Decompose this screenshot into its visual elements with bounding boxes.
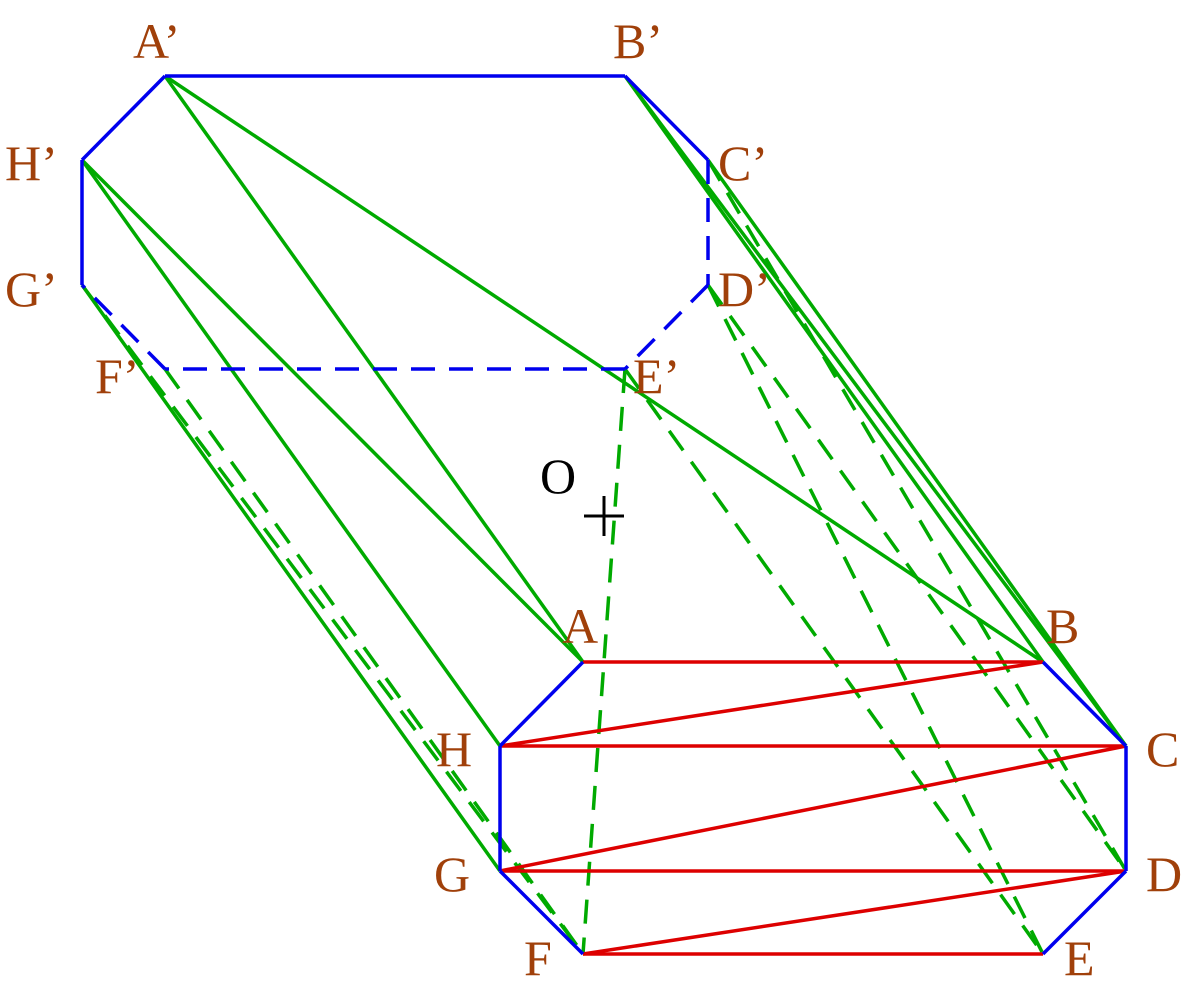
edge-g-f [498,869,585,956]
edge-b-c [1041,660,1128,748]
vertex-label-g: G [434,846,470,902]
edge-d-e [1041,869,1128,956]
edge-h1-h [80,158,502,748]
vertex-label-b: B [1046,598,1079,654]
center-point-o: O [540,448,624,536]
vertex-label-g1: G’ [5,261,58,317]
edge-f1-g1 [80,283,167,371]
vertex-label-b1: B’ [613,13,663,69]
edge-b1-c [623,74,1128,748]
vertex-label-a: A [562,598,598,654]
edge-g1-f [80,283,585,956]
edge-g1-g [80,283,502,873]
vertex-label-c: C [1146,721,1179,777]
edge-c1-d [706,159,1128,872]
vertex-label-e: E [1064,930,1095,983]
edge-h1-a1 [80,74,167,162]
vertex-label-a1: A’ [133,13,180,69]
edge-h-b [499,660,1044,748]
vertex-label-e1: E’ [633,348,680,404]
edge-b1-b [623,74,1045,664]
vertex-label-d: D [1146,846,1182,902]
edge-a-h [498,660,585,748]
edge-c1-c [706,158,1128,748]
labels-layer: A’ B’ C’ D’ E’ F’ G’ H’ A B C DE F G H [5,13,1182,983]
edge-d1-e [706,284,1045,955]
center-label: O [540,448,576,504]
vertex-label-f1: F’ [95,348,139,404]
edge-f-d [582,869,1127,956]
vertex-label-h1: H’ [5,135,58,191]
edge-h1-a [80,158,585,664]
edge-b1-c1 [623,74,710,162]
edges-layer [80,74,1128,956]
vertex-label-c1: C’ [718,135,768,191]
edge-f1-f [163,367,585,956]
edge-d1-d [706,283,1128,873]
vertex-label-h: H [436,721,472,777]
edge-d1-e1 [623,283,710,371]
edge-g-c [499,744,1127,873]
vertex-label-f: F [524,930,552,983]
vertex-label-d1: D’ [718,261,771,317]
edge-e1-f [581,368,627,955]
